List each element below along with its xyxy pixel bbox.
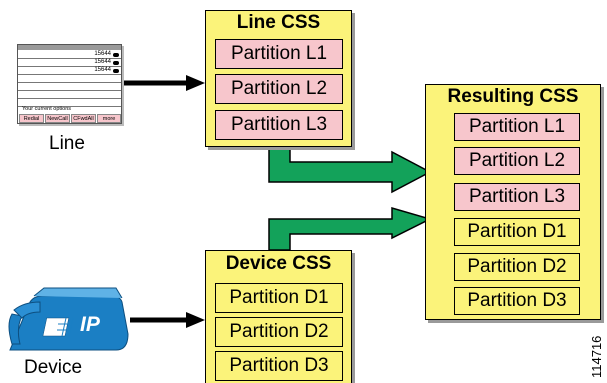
device-css-box: Device CSS Partition D1 Partition D2 Par… bbox=[205, 250, 352, 383]
resulting-css-title: Resulting CSS bbox=[447, 86, 579, 107]
result-partition-d3: Partition D3 bbox=[454, 287, 580, 315]
result-partition-d1: Partition D1 bbox=[454, 218, 580, 246]
line-partition-l3: Partition L3 bbox=[215, 110, 343, 140]
newcall-softkey: NewCall bbox=[45, 114, 70, 123]
phone-line-row: 15644 bbox=[18, 67, 121, 75]
redial-softkey: Redial bbox=[19, 114, 44, 123]
ip-phone-icon bbox=[8, 287, 129, 351]
result-partition-l1: Partition L1 bbox=[454, 113, 580, 141]
handset-icon bbox=[113, 52, 119, 57]
phone-blank-row bbox=[18, 99, 121, 107]
resulting-css-box: Resulting CSS Partition L1 Partition L2 … bbox=[425, 84, 601, 320]
phone-options-text: Your current options bbox=[22, 106, 72, 112]
ip-badge-text: IP bbox=[80, 313, 100, 336]
result-partition-l2: Partition L2 bbox=[454, 147, 580, 175]
handset-icon bbox=[113, 68, 119, 73]
phone-line-number: 15644 bbox=[94, 67, 111, 73]
more-softkey: more bbox=[97, 114, 121, 123]
phone-header-bar bbox=[18, 45, 121, 50]
cfwdall-softkey: CFwdAll bbox=[71, 114, 96, 123]
phone-line-row: 15644 bbox=[18, 59, 121, 67]
line-phone-arrowhead bbox=[186, 75, 205, 91]
line-css-title: Line CSS bbox=[236, 12, 321, 33]
line-caption: Line bbox=[49, 133, 85, 154]
phone-line-row: 15644 bbox=[18, 51, 121, 59]
result-partition-d2: Partition D2 bbox=[454, 253, 580, 281]
line-phone-display: 15644 15644 15644 Your current options R… bbox=[17, 44, 122, 124]
phone-blank-row bbox=[18, 91, 121, 99]
device-partition-d1: Partition D1 bbox=[215, 283, 343, 313]
handset-icon bbox=[113, 60, 119, 65]
device-to-result-arrow bbox=[268, 207, 433, 251]
device-phone-arrowhead bbox=[186, 312, 205, 328]
device-partition-d3: Partition D3 bbox=[215, 351, 343, 381]
phone-blank-row bbox=[18, 75, 121, 83]
figure-number: 114716 bbox=[589, 335, 604, 378]
device-partition-d2: Partition D2 bbox=[215, 317, 343, 347]
device-caption: Device bbox=[24, 357, 83, 378]
line-partition-l2: Partition L2 bbox=[215, 74, 343, 104]
result-partition-l3: Partition L3 bbox=[454, 183, 580, 211]
device-css-title: Device CSS bbox=[225, 253, 332, 274]
line-to-result-arrow bbox=[268, 146, 432, 194]
phone-softkey-bar: Redial NewCall CFwdAll more bbox=[18, 114, 121, 123]
line-partition-l1: Partition L1 bbox=[215, 39, 343, 69]
phone-blank-row bbox=[18, 83, 121, 91]
phone-line-number: 15644 bbox=[94, 59, 111, 65]
line-css-box: Line CSS Partition L1 Partition L2 Parti… bbox=[205, 10, 352, 147]
phone-line-number: 15644 bbox=[94, 51, 111, 57]
